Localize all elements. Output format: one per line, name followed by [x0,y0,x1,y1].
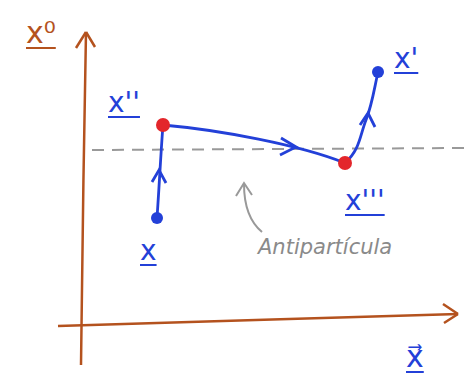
leader-arrowhead [236,183,252,196]
direction-arrow [152,170,166,183]
antiparticle-worldline [163,125,345,163]
direction-arrow [280,138,296,155]
point-label: x [140,236,157,267]
point-label: x' [394,44,418,75]
time-axis [81,32,86,365]
particle-worldline [345,72,378,163]
vertex-point [338,156,352,170]
axis-arrowhead [76,32,95,48]
leader-arrow [244,184,262,232]
direction-arrow [360,113,375,127]
axis-label: x⁰ [26,16,56,49]
space-axis [58,314,458,326]
event-point [372,66,384,78]
axis-label: x⃗ [406,340,424,373]
equal-time-line [92,148,465,150]
annotation-label: Antipartícula [258,236,392,259]
event-point [151,212,163,224]
point-label: x'' [108,88,140,119]
axis-arrowhead [443,304,458,323]
point-label: x''' [345,186,385,217]
vertex-point [156,118,170,132]
